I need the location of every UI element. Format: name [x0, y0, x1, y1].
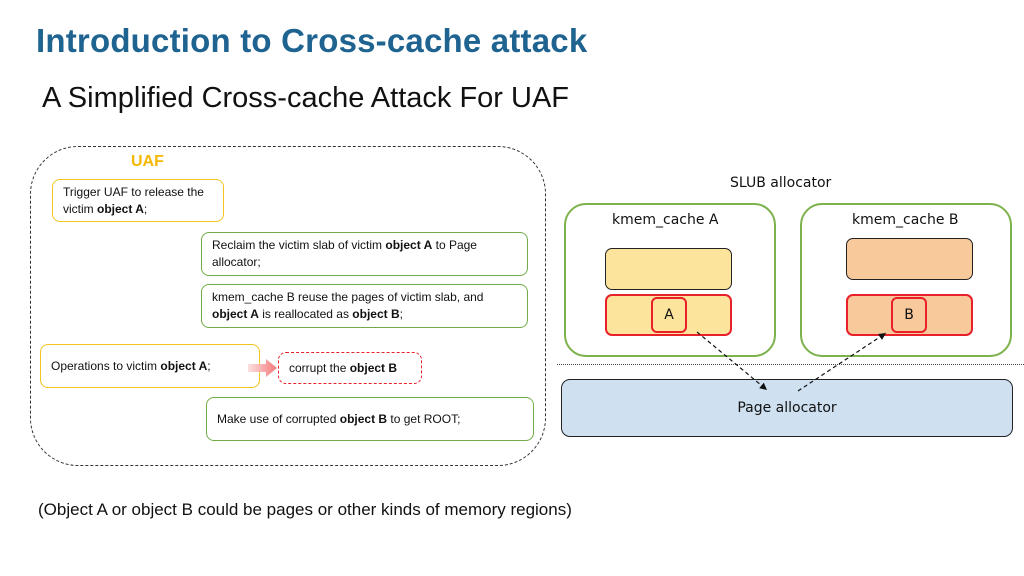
slub-allocator-label: SLUB allocator — [730, 175, 832, 191]
step-corrupt-object-b: corrupt the object B — [278, 352, 422, 384]
uaf-frame — [30, 146, 546, 466]
step-text: Trigger UAF to release the victim object… — [63, 185, 204, 216]
slide-subtitle: A Simplified Cross-cache Attack For UAF — [42, 82, 569, 114]
step-operate-object-a: Operations to victim object A; — [40, 344, 260, 388]
object-a: A — [651, 297, 687, 333]
step-text: Reclaim the victim slab of victim object… — [212, 238, 477, 269]
object-b: B — [891, 297, 927, 333]
step-text: corrupt the object B — [289, 360, 398, 375]
page-allocator: Page allocator — [561, 379, 1013, 437]
uaf-label: UAF — [131, 153, 164, 170]
cache-b-slab — [846, 238, 973, 280]
step-text: Make use of corrupted object B to get RO… — [217, 411, 461, 426]
step-reclaim-slab: Reclaim the victim slab of victim object… — [201, 232, 528, 276]
step-reuse-pages: kmem_cache B reuse the pages of victim s… — [201, 284, 528, 328]
footnote: (Object A or object B could be pages or … — [38, 500, 572, 519]
step-text: kmem_cache B reuse the pages of victim s… — [212, 290, 484, 321]
step-trigger-uaf: Trigger UAF to release the victim object… — [52, 179, 224, 222]
kmem-cache-a-title: kmem_cache A — [612, 212, 719, 228]
step-get-root: Make use of corrupted object B to get RO… — [206, 397, 534, 441]
kmem-cache-b-title: kmem_cache B — [852, 212, 959, 228]
allocator-divider — [557, 364, 1024, 365]
pink-arrow-icon — [248, 359, 277, 377]
step-text: Operations to victim object A; — [51, 358, 211, 373]
cache-a-slab — [605, 248, 732, 290]
slide-title: Introduction to Cross-cache attack — [36, 22, 588, 59]
